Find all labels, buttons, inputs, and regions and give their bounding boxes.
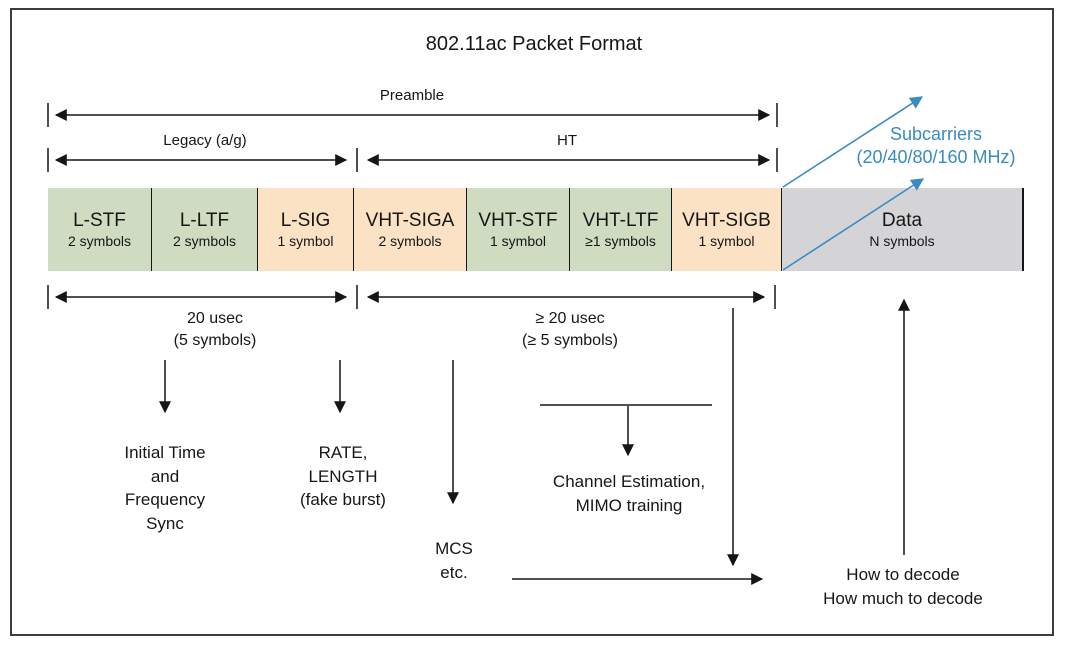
decode-line1: How to decode — [846, 565, 960, 584]
channel-line1: Channel Estimation, — [552, 472, 706, 491]
block-symbols: ≥1 symbols — [585, 232, 656, 249]
legacy-span-label: Legacy (a/g) — [163, 132, 247, 149]
block-vht-sigb: VHT-SIGB 1 symbol — [672, 188, 782, 271]
legacy-duration-label: 20 usec (5 symbols) — [115, 308, 315, 352]
diagram-title: 802.11ac Packet Format — [425, 33, 643, 55]
subcarriers-note-line2: (20/40/80/160 MHz) — [856, 147, 1016, 167]
legacy-duration-line1: 20 usec — [186, 310, 244, 327]
block-name: Data — [881, 209, 923, 231]
block-symbols: 2 symbols — [67, 232, 132, 249]
vht-duration-line2: (≥ 5 symbols) — [522, 332, 618, 349]
block-name: L-LTF — [179, 209, 230, 231]
block-l-stf: L-STF 2 symbols — [48, 188, 152, 271]
block-l-ltf: L-LTF 2 symbols — [152, 188, 258, 271]
block-symbols: 2 symbols — [378, 232, 442, 249]
block-symbols: 1 symbol — [277, 232, 334, 249]
block-name: L-SIG — [280, 209, 331, 231]
channel-line2: MIMO training — [575, 495, 683, 515]
block-name: L-STF — [73, 209, 126, 231]
block-vht-ltf: VHT-LTF ≥1 symbols — [570, 188, 672, 271]
block-name: VHT-SIGA — [365, 209, 455, 231]
block-vht-siga: VHT-SIGA 2 symbols — [354, 188, 467, 271]
mcs-annotation: MCS etc. — [374, 537, 534, 584]
rate-annotation: RATE, LENGTH (fake burst) — [243, 441, 443, 512]
block-symbols: N symbols — [869, 232, 935, 249]
subcarriers-note-line1: Subcarriers — [889, 124, 983, 144]
block-name: VHT-LTF — [582, 209, 659, 231]
block-l-sig: L-SIG 1 symbol — [258, 188, 354, 271]
block-vht-stf: VHT-STF 1 symbol — [467, 188, 570, 271]
sync-line2: and — [150, 466, 180, 486]
subcarriers-note: Subcarriers (20/40/80/160 MHz) — [808, 123, 1064, 169]
sync-line3: Frequency — [124, 490, 206, 509]
channel-annotation: Channel Estimation, MIMO training — [500, 470, 758, 517]
rate-line2: LENGTH — [308, 466, 378, 486]
mcs-line2: etc. — [440, 562, 468, 582]
sync-annotation: Initial Time and Frequency Sync — [65, 441, 265, 535]
sync-line1: Initial Time — [124, 443, 206, 462]
decode-annotation: How to decode How much to decode — [763, 563, 1043, 610]
legacy-duration-line2: (5 symbols) — [173, 332, 257, 349]
block-symbols: 1 symbol — [489, 232, 547, 249]
sync-line4: Sync — [146, 513, 184, 533]
block-symbols: 2 symbols — [172, 232, 237, 249]
block-name: VHT-STF — [478, 209, 558, 231]
preamble-span-label: Preamble — [379, 87, 445, 104]
block-data: Data N symbols — [782, 188, 1024, 271]
ht-span-label: HT — [557, 132, 577, 149]
diagram-border — [10, 8, 1054, 636]
rate-line1: RATE, — [318, 443, 368, 462]
mcs-line1: MCS — [435, 539, 473, 558]
block-name: VHT-SIGB — [682, 209, 771, 231]
decode-line2: How much to decode — [823, 588, 983, 608]
rate-line3: (fake burst) — [300, 490, 386, 509]
vht-duration-label: ≥ 20 usec (≥ 5 symbols) — [470, 308, 670, 352]
vht-duration-line1: ≥ 20 usec — [535, 310, 605, 327]
block-symbols: 1 symbol — [698, 232, 755, 249]
